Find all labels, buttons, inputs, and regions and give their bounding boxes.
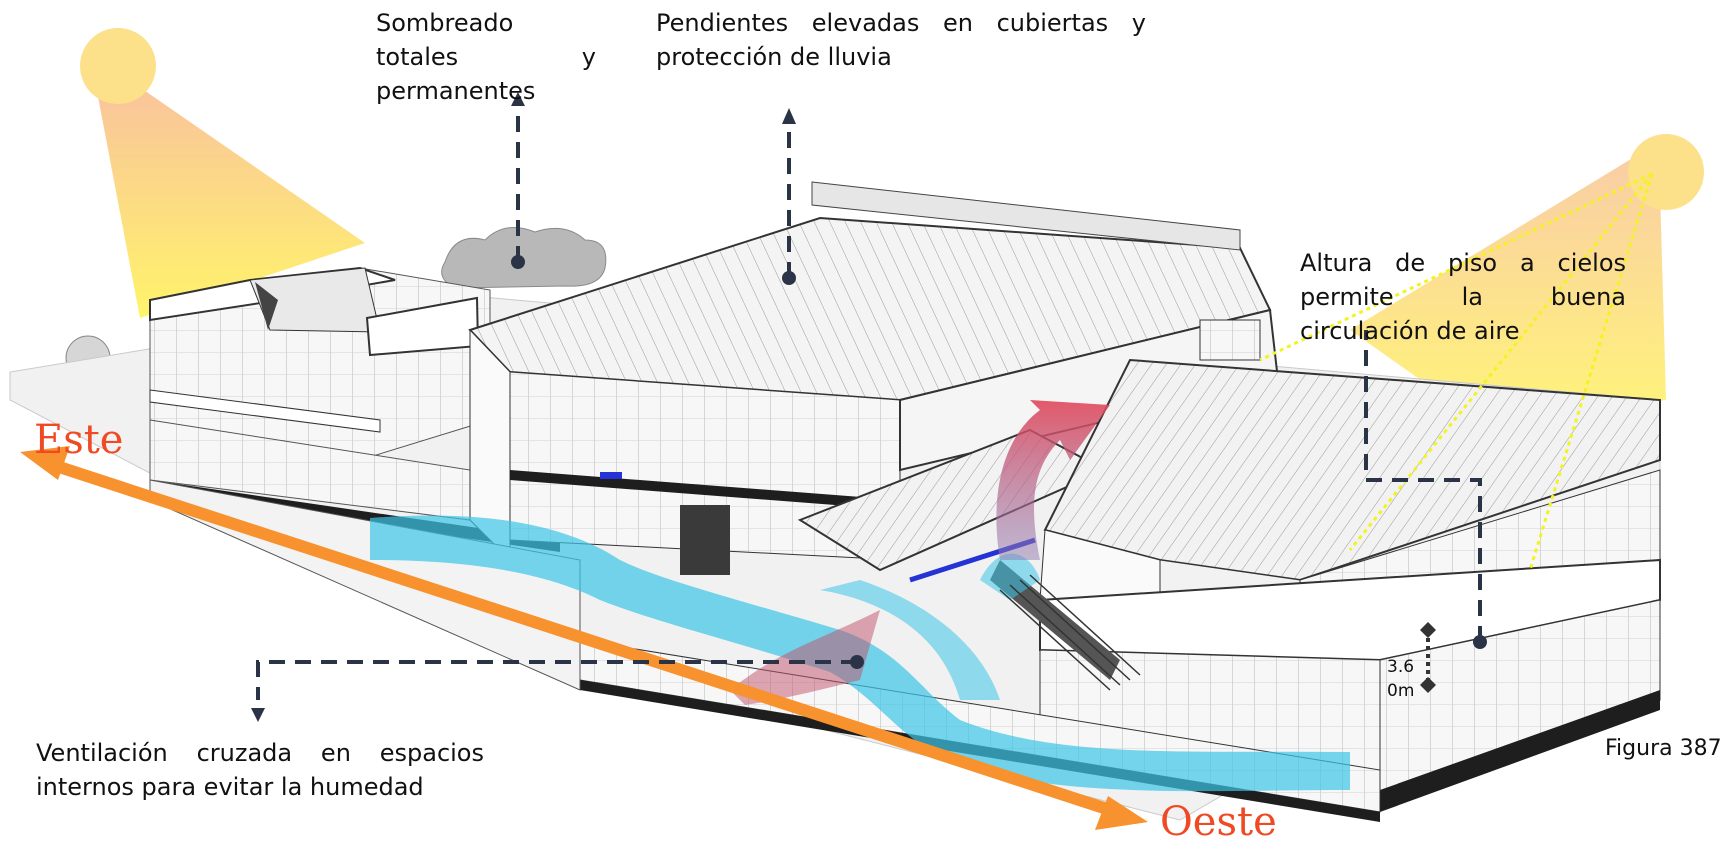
shading-annotation: Sombreado totales y permanentes bbox=[376, 9, 596, 105]
cool-airflow-branch bbox=[820, 580, 1000, 700]
leader-dots bbox=[511, 255, 1487, 669]
stair bbox=[999, 574, 1141, 691]
sun-rays-left bbox=[96, 77, 365, 318]
sun-right-icon bbox=[1628, 134, 1704, 210]
ceiling-height-annotation: Altura de piso a cielos permite la buena… bbox=[1300, 249, 1626, 345]
east-label: Este bbox=[34, 417, 124, 463]
roof-slopes-annotation: Pendientes elevadas en cubiertas y prote… bbox=[656, 9, 1146, 71]
airflow-dotted-lines bbox=[1259, 172, 1654, 571]
cool-airflow-right bbox=[980, 553, 1040, 600]
east-pavilion bbox=[149, 266, 560, 552]
sun-left-icon bbox=[80, 28, 156, 104]
dimension-value-line2: 0m bbox=[1387, 681, 1415, 701]
ceiling-height-dimension bbox=[1420, 622, 1436, 693]
figure-caption: Figura 387 bbox=[1605, 736, 1722, 761]
east-west-axis-arrow bbox=[20, 446, 1148, 830]
central-building bbox=[468, 181, 1280, 575]
leader-lines bbox=[256, 106, 1482, 700]
warm-airflow-lower bbox=[730, 610, 880, 705]
west-label: Oeste bbox=[1160, 799, 1277, 845]
warm-airflow bbox=[996, 400, 1110, 560]
leader-arrowheads bbox=[251, 92, 796, 722]
cross-ventilation-annotation: Ventilación cruzada en espacios internos… bbox=[36, 739, 484, 801]
sun-rays-right bbox=[1350, 156, 1666, 422]
dimension-value-line1: 3.6 bbox=[1387, 657, 1415, 677]
